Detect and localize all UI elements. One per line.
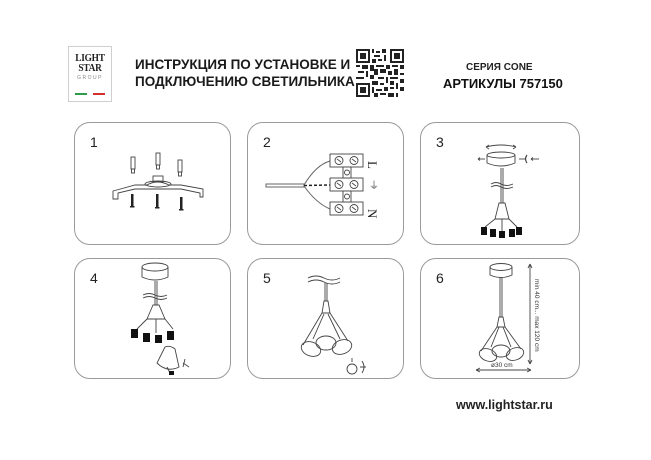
earth-label: ⏚: [369, 180, 379, 192]
series-label: СЕРИЯ CONE: [466, 62, 533, 73]
website-link[interactable]: www.lightstar.ru: [456, 398, 553, 412]
mounting-bracket-icon: [112, 152, 204, 211]
dimensions-diagram-icon: min 40 cm... max 120 cm ø30 cm: [475, 263, 540, 373]
page-title: ИНСТРУКЦИЯ ПО УСТАНОВКЕ И ПОДКЛЮЧЕНИЮ СВ…: [135, 56, 355, 90]
shade-attach-icon: [131, 262, 190, 376]
bulb-install-icon: [300, 275, 366, 375]
article-number: АРТИКУЛЫ 757150: [443, 76, 563, 91]
diameter-dimension-label: ø30 cm: [491, 362, 513, 369]
logo-text-light: LIGHT: [75, 52, 105, 64]
height-dimension-label: min 40 cm... max 120 cm: [533, 279, 540, 352]
step-2-panel: 2 L ⏚ N: [247, 122, 404, 245]
step-3-panel: 3: [420, 122, 580, 245]
qr-code-icon: [356, 49, 404, 97]
step-number: 2: [263, 134, 271, 150]
italian-flag-stripe: [75, 93, 105, 95]
title-line-2: ПОДКЛЮЧЕНИЮ СВЕТИЛЬНИКА: [135, 74, 355, 89]
step-4-panel: 4: [74, 258, 231, 379]
step-1-panel: 1: [74, 122, 231, 245]
logo-text-star: STAR: [78, 62, 102, 74]
title-line-1: ИНСТРУКЦИЯ ПО УСТАНОВКЕ И: [135, 57, 351, 72]
step-number: 1: [90, 134, 98, 150]
step-number: 5: [263, 270, 271, 286]
step-number: 3: [436, 134, 444, 150]
step-number: 6: [436, 270, 444, 286]
step-number: 4: [90, 270, 98, 286]
step-6-panel: 6 min 40 cm... max 120 cm ø30 cm: [420, 258, 580, 379]
neutral-label: N: [365, 209, 380, 219]
terminal-block-wiring-icon: L ⏚ N: [265, 153, 380, 219]
canopy-mounting-icon: [477, 144, 539, 238]
lightstar-logo: LIGHT STAR GROUP: [68, 46, 112, 102]
logo-text-group: GROUP: [77, 75, 103, 81]
live-label: L: [365, 161, 380, 169]
step-5-panel: 5: [247, 258, 404, 379]
